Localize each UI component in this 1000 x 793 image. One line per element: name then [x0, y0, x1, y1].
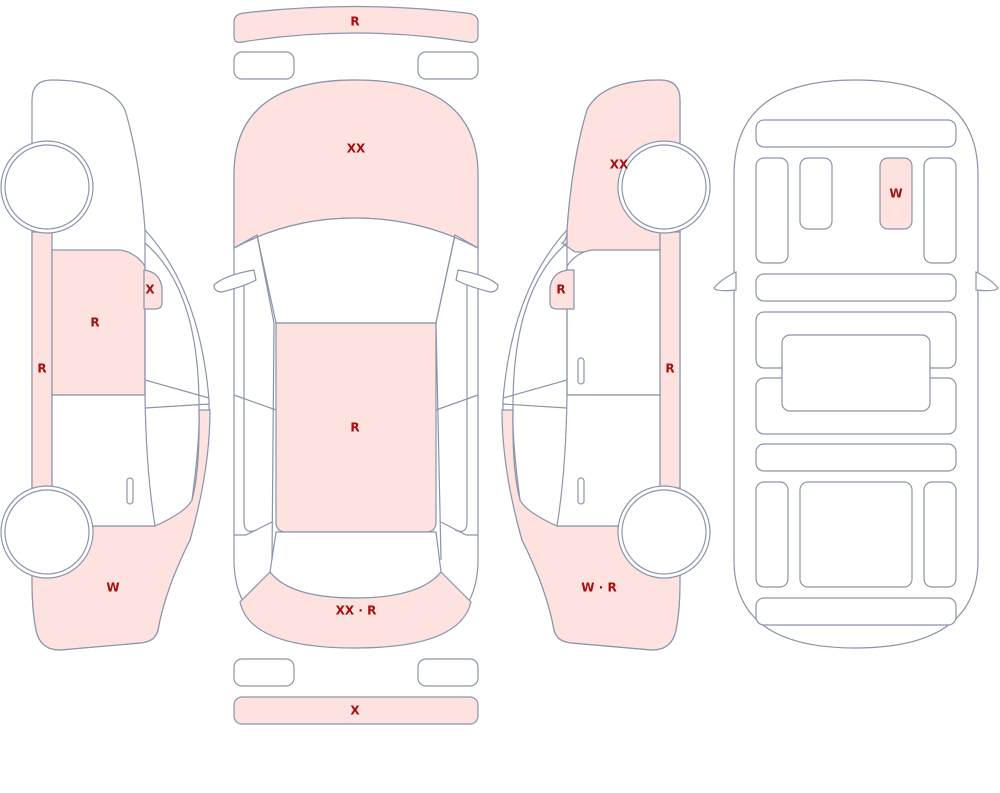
interior-dashboard[interactable]: [755, 119, 957, 148]
top-view: [213, 5, 499, 725]
label-top-bumper: R: [350, 15, 359, 29]
right-pillar-panel[interactable]: [659, 231, 681, 489]
label-interior-seat: W: [889, 187, 902, 201]
label-hood: XX: [347, 142, 366, 156]
interior-front-right-seat-panel[interactable]: [879, 157, 913, 230]
top-bumper-panel[interactable]: [233, 5, 479, 43]
interior-trunk-sill[interactable]: [755, 597, 957, 626]
label-rear-bumper: X: [350, 704, 360, 718]
interior-front-left-seat[interactable]: [755, 157, 789, 264]
label-right-mirror: R: [556, 283, 565, 297]
interior-steering[interactable]: [799, 157, 833, 230]
top-right-mirror[interactable]: [455, 269, 499, 293]
right-side-view: [501, 79, 711, 651]
left-mirror-panel[interactable]: [143, 269, 163, 310]
windshield[interactable]: [233, 217, 479, 324]
right-rear-door-handle[interactable]: [577, 477, 585, 505]
rear-bumper-panel[interactable]: [233, 696, 479, 725]
label-right-front-fender: XX: [610, 158, 629, 172]
front-left-light[interactable]: [233, 51, 295, 80]
right-mirror-panel[interactable]: [549, 269, 575, 310]
interior-rear-seat-center[interactable]: [781, 334, 931, 412]
damage-labels: R XX R XX · R X R R X W XX R R W · R W: [37, 15, 902, 718]
label-left-pillar: R: [37, 362, 46, 376]
interior-view: [713, 79, 999, 649]
left-rear-quarter-panel[interactable]: [31, 409, 211, 651]
trunk-panel[interactable]: [239, 571, 472, 649]
interior-cargo-floor[interactable]: [799, 481, 913, 588]
top-left-mirror[interactable]: [213, 269, 257, 293]
label-right-rear-quarter: W · R: [581, 581, 616, 595]
right-front-door-handle[interactable]: [577, 357, 585, 385]
front-right-light[interactable]: [417, 51, 479, 80]
left-pillar-panel[interactable]: [31, 231, 53, 489]
label-right-pillar: R: [665, 362, 674, 376]
label-left-rear-quarter: W: [106, 581, 119, 595]
label-left-front-door: R: [90, 316, 99, 330]
label-trunk: XX · R: [336, 604, 377, 618]
interior-console[interactable]: [755, 273, 957, 302]
interior-rear-shelf[interactable]: [755, 443, 957, 472]
label-roof: R: [350, 421, 359, 435]
interior-cargo-right[interactable]: [923, 481, 957, 588]
right-rear-quarter-panel[interactable]: [501, 409, 681, 651]
rear-window[interactable]: [269, 531, 442, 599]
label-left-mirror: X: [145, 283, 155, 297]
rear-left-light[interactable]: [233, 658, 295, 687]
interior-cargo-left[interactable]: [755, 481, 789, 588]
left-side-view: [0, 79, 211, 651]
left-door-handle[interactable]: [126, 477, 134, 505]
interior-front-right-door[interactable]: [923, 157, 957, 264]
rear-right-light[interactable]: [417, 658, 479, 687]
